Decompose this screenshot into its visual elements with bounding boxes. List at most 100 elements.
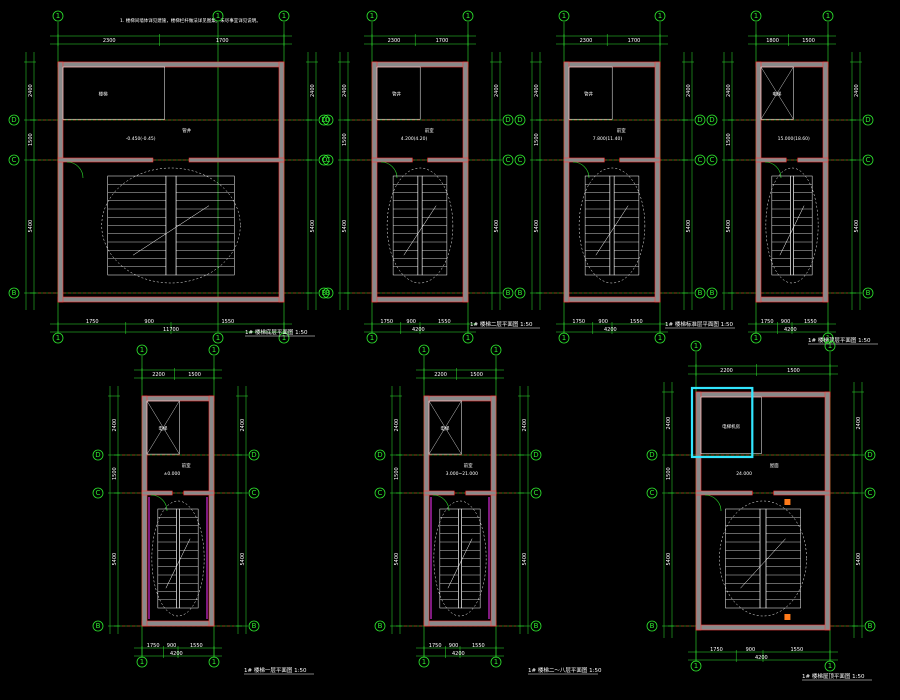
dim-left1: 2400 <box>112 419 118 432</box>
axis-bubble-right-circle <box>694 154 706 166</box>
elevator-cross <box>760 66 794 120</box>
room-label-1: 管井 <box>392 91 401 98</box>
axis-bubble-left-circle <box>322 287 334 299</box>
axis-bubble-bottom-circle <box>366 332 378 344</box>
wall <box>755 296 829 303</box>
axis-bubble-top-label: 1 <box>216 12 220 20</box>
panel-title: 1# 楼梯底层平面图 1:50 <box>245 328 308 336</box>
dim-bottom-total: 4200 <box>604 327 617 333</box>
room-label-1: 电梯机房 <box>722 423 740 430</box>
room-label-1: 电梯 <box>772 91 781 98</box>
wall <box>278 61 285 303</box>
axis-bubble-bottom-circle <box>208 656 220 668</box>
axis-bubble-right-label: C <box>698 156 703 164</box>
axis-bubble-top-circle <box>558 10 570 22</box>
wall <box>141 395 215 402</box>
dim-left1: 2400 <box>666 417 672 430</box>
axis-bubble-left-label: B <box>96 622 101 630</box>
axis-bubble-right-circle <box>502 287 514 299</box>
axis-bubble-left-circle <box>514 287 526 299</box>
dim-left2: 1500 <box>666 467 672 480</box>
axis-bubble-right-label: D <box>867 451 872 459</box>
dim-right1: 2400 <box>686 84 692 97</box>
axis-bubble-left-label: D <box>709 116 714 124</box>
axis-bubble-left-circle <box>92 449 104 461</box>
axis-bubble-bottom-circle <box>558 332 570 344</box>
dim-left2: 1500 <box>534 133 540 146</box>
panel-title: 1# 楼梯顶层平面图 1:50 <box>808 336 871 344</box>
axis-bubble-bottom-label: 1 <box>658 334 662 342</box>
dim-top2: 1700 <box>436 38 449 44</box>
dim-top1: 1800 <box>766 38 779 44</box>
dim-right1: 2400 <box>856 417 862 430</box>
dim-bottom-total: 4200 <box>452 651 465 657</box>
stair-well-gap <box>165 175 177 276</box>
dim-bottom3: 1550 <box>472 643 485 649</box>
stair-landing-arc <box>386 167 454 284</box>
dim-left3: 5400 <box>342 220 348 233</box>
stair-arrow <box>403 205 437 256</box>
stair-arrow <box>779 205 805 256</box>
axis-bubble-top-label: 1 <box>212 346 216 354</box>
axis-bubble-left-label: D <box>325 116 330 124</box>
axis-bubble-right-label: B <box>252 622 257 630</box>
dim-right3: 5400 <box>494 220 500 233</box>
dim-bottom1: 1750 <box>572 319 585 325</box>
wall <box>371 61 469 68</box>
wall <box>695 624 831 631</box>
dim-top1: 2200 <box>434 372 447 378</box>
axis-bubble-left-label: C <box>96 489 101 497</box>
dim-right3: 5400 <box>522 553 528 566</box>
axis-bubble-bottom-label: 1 <box>216 334 220 342</box>
axis-bubble-left-label: B <box>710 289 715 297</box>
dim-top2: 1500 <box>802 38 815 44</box>
wall <box>57 296 285 303</box>
level-mark: 3.000~21.000 <box>446 471 479 477</box>
axis-bubble-left-label: B <box>518 289 523 297</box>
axis-bubble-left-circle <box>374 487 386 499</box>
wall <box>755 157 787 163</box>
room-label-2: 前室 <box>464 462 473 469</box>
dim-bottom-total: 4200 <box>412 327 425 333</box>
wall <box>371 157 413 163</box>
dim-right3: 5400 <box>854 220 860 233</box>
dim-bottom2: 900 <box>449 643 459 649</box>
dim-bottom-total: 4200 <box>170 651 183 657</box>
axis-bubble-left-circle <box>8 287 20 299</box>
axis-bubble-bottom-circle <box>52 332 64 344</box>
wall <box>824 391 831 631</box>
axis-bubble-right-label: C <box>322 156 327 164</box>
dim-bottom2: 900 <box>746 647 756 653</box>
dim-right1: 2400 <box>240 419 246 432</box>
axis-bubble-bottom-label: 1 <box>494 658 498 666</box>
axis-bubble-left-circle <box>514 114 526 126</box>
axis-bubble-left-circle <box>646 487 658 499</box>
panel-title: 1# 楼梯屋顶平面图 1:50 <box>802 672 865 680</box>
dim-left2: 1500 <box>726 133 732 146</box>
room-label-2: 管井 <box>182 127 191 134</box>
dim-top1: 2300 <box>103 38 116 44</box>
dim-left1: 2400 <box>534 84 540 97</box>
axis-bubble-right-circle <box>502 114 514 126</box>
shaft-room <box>146 400 180 455</box>
wall <box>423 395 497 402</box>
stair-well-gap <box>609 175 615 276</box>
axis-bubble-right-circle <box>862 287 874 299</box>
wall <box>141 395 148 627</box>
dim-top2: 1500 <box>787 368 800 374</box>
wall <box>822 61 829 303</box>
dim-bottom1: 1750 <box>147 643 160 649</box>
axis-bubble-bottom-circle <box>418 656 430 668</box>
wall <box>465 490 497 496</box>
shaft-room <box>760 66 794 120</box>
axis-bubble-top-circle <box>690 340 702 352</box>
wall <box>371 296 469 303</box>
axis-bubble-bottom-label: 1 <box>282 334 286 342</box>
dim-top1: 2300 <box>580 38 593 44</box>
axis-bubble-top-label: 1 <box>466 12 470 20</box>
axis-bubble-right-label: D <box>505 116 510 124</box>
wall <box>208 395 215 627</box>
axis-bubble-top-label: 1 <box>658 12 662 20</box>
